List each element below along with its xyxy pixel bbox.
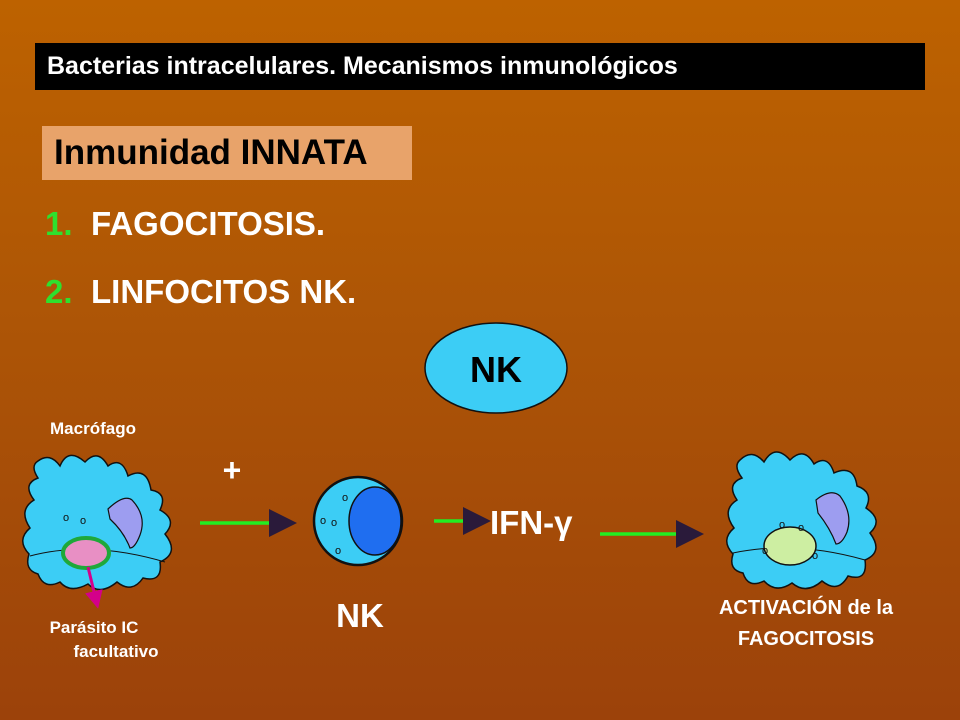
plus-sign: + xyxy=(223,452,242,488)
innate-immunity-heading: Inmunidad INNATA xyxy=(42,126,412,180)
granule: o xyxy=(342,492,348,504)
parasite-pointer-arrow xyxy=(85,566,103,609)
macrophage-nucleus xyxy=(107,497,143,549)
parasite-label-line2: facultativo xyxy=(73,642,158,661)
granule: o xyxy=(80,515,86,527)
list-number: 2. xyxy=(45,273,73,310)
nk-nucleus xyxy=(348,486,402,556)
destroyed-parasite xyxy=(763,526,817,566)
granule: o xyxy=(798,522,804,534)
list-item-nk-lymphocytes: 2. LINFOCITOS NK. xyxy=(45,273,356,311)
intracellular-parasite xyxy=(61,536,111,570)
granule: o xyxy=(331,517,337,529)
granule: o xyxy=(762,545,768,557)
nk-bubble: NK xyxy=(424,322,568,414)
nk-cell-label: NK xyxy=(336,597,384,634)
macrophage-label: Macrófago xyxy=(50,419,136,438)
list-number: 1. xyxy=(45,205,73,242)
ifn-gamma-label: IFN-γ xyxy=(490,504,573,541)
macrophage-cell: o o xyxy=(22,454,173,609)
parasite-label-line1: Parásito IC xyxy=(50,618,139,637)
granule: o xyxy=(812,550,818,562)
slide-title-bar: Bacterias intracelulares. Mecanismos inm… xyxy=(35,43,925,90)
nk-bubble-label: NK xyxy=(470,349,522,390)
activation-label-line2: FAGOCITOSIS xyxy=(738,628,874,650)
list-item-phagocytosis: 1. FAGOCITOSIS. xyxy=(45,205,325,243)
granule: o xyxy=(63,512,69,524)
innate-immunity-title: Inmunidad INNATA xyxy=(54,133,368,172)
activation-label-line1: ACTIVACIÓN de la xyxy=(719,595,894,619)
granule: o xyxy=(335,545,341,557)
list-text: LINFOCITOS NK. xyxy=(91,273,357,310)
nk-cell: o o o o xyxy=(312,475,404,567)
granule: o xyxy=(779,519,785,531)
activated-macrophage-cell: o o o o xyxy=(726,451,877,590)
activated-macrophage-nucleus xyxy=(815,492,850,545)
slide-title: Bacterias intracelulares. Mecanismos inm… xyxy=(47,52,678,80)
list-text: FAGOCITOSIS. xyxy=(91,205,326,242)
granule: o xyxy=(320,515,326,527)
